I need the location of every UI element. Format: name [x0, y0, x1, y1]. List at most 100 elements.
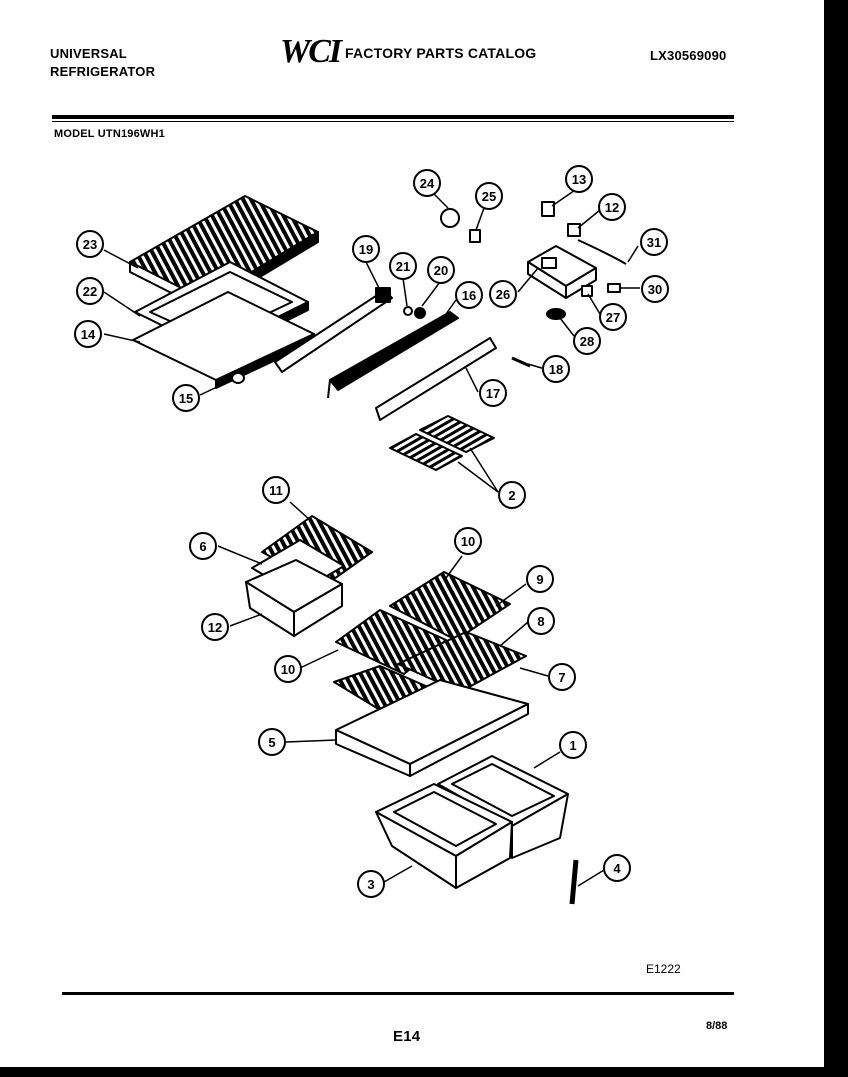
- callout-7: 7: [548, 663, 576, 691]
- callout-30-label: 30: [648, 282, 662, 297]
- callout-4: 4: [603, 854, 631, 882]
- callout-10-lower: 10: [274, 655, 302, 683]
- part-18-rail: [375, 337, 497, 421]
- part-3-crisper-pan: [375, 783, 513, 889]
- callout-7-label: 7: [558, 670, 565, 685]
- callout-2-label: 2: [508, 488, 515, 503]
- part-11-pan: [245, 559, 343, 637]
- callout-24-label: 23: [83, 237, 97, 252]
- callout-30: 30: [641, 275, 669, 303]
- callout-31-label: 31: [647, 235, 661, 250]
- callout-18: 17: [479, 379, 507, 407]
- callout-6: 6: [189, 532, 217, 560]
- part-19-screw: [511, 356, 531, 368]
- model-label: MODEL UTN196WH1: [54, 128, 165, 140]
- callout-8-label: 8: [537, 614, 544, 629]
- callout-17-label: 16: [462, 288, 476, 303]
- callout-6-label: 6: [199, 539, 206, 554]
- callout-19-label: 18: [549, 362, 563, 377]
- page-edge-right: [824, 0, 848, 1077]
- part-27-control-housing: [527, 245, 597, 299]
- callout-16: 15: [172, 384, 200, 412]
- part-13-bulb: [567, 223, 581, 237]
- callout-14-label: 13: [572, 172, 586, 187]
- callout-14: 13: [565, 165, 593, 193]
- callout-26: 25: [475, 182, 503, 210]
- callout-23: 22: [76, 277, 104, 305]
- part-28-screw: [581, 285, 593, 297]
- callout-26-label: 25: [482, 189, 496, 204]
- part-16-clip: [231, 372, 245, 384]
- callout-25: 24: [413, 169, 441, 197]
- callout-28-label: 27: [606, 310, 620, 325]
- callout-21: 20: [427, 256, 455, 284]
- callout-13: 12: [598, 193, 626, 221]
- callout-9-label: 9: [536, 572, 543, 587]
- callout-22: 21: [389, 252, 417, 280]
- callout-10-upper-label: 10: [461, 534, 475, 549]
- callout-27: 26: [489, 280, 517, 308]
- part-24-freezer-shelf: [129, 195, 319, 311]
- callout-21-label: 20: [434, 263, 448, 278]
- callout-2: 2: [498, 481, 526, 509]
- callout-13-label: 12: [605, 200, 619, 215]
- wci-logo: WCI: [280, 33, 342, 70]
- callout-12-label: 11: [269, 483, 283, 498]
- callout-28: 27: [599, 303, 627, 331]
- callout-22-label: 21: [396, 259, 410, 274]
- callout-10-lower-label: 10: [281, 662, 295, 677]
- callout-15-label: 14: [81, 327, 96, 342]
- callout-15: 14: [74, 320, 102, 348]
- callout-5: 5: [258, 728, 286, 756]
- catalog-number: LX30569090: [650, 48, 727, 63]
- callout-25-label: 24: [420, 176, 435, 191]
- callout-8: 8: [527, 607, 555, 635]
- callout-9: 9: [526, 565, 554, 593]
- callout-20-label: 19: [359, 242, 373, 257]
- part-14-thermostat: [541, 201, 555, 217]
- part-4-rod: [569, 859, 579, 905]
- brand-line-2: REFRIGERATOR: [50, 64, 156, 79]
- brand-line-1: UNIVERSAL: [50, 46, 127, 61]
- callout-27-label: 26: [496, 287, 510, 302]
- part-9-shelf: [389, 571, 511, 641]
- header-rule-thin: [52, 121, 734, 122]
- part-26-shaft: [469, 229, 481, 243]
- page-edge-bottom: [0, 1067, 848, 1077]
- callout-31: 31: [640, 228, 668, 256]
- part-31-capillary: [577, 239, 627, 265]
- callout-16-label: 15: [179, 391, 193, 406]
- callout-11: 12: [201, 613, 229, 641]
- footer-rule: [62, 992, 734, 995]
- callout-bubbles: 23 22 14 15 19 21 20 16 17 18 24 25 13 1…: [74, 165, 669, 898]
- callout-23-label: 22: [83, 284, 97, 299]
- print-date: 8/88: [706, 1020, 728, 1032]
- part-30-clip: [607, 283, 621, 293]
- part-5-crisper-glass: [335, 679, 529, 777]
- callout-18-label: 17: [486, 386, 500, 401]
- leader-lines: [103, 187, 640, 887]
- callout-1: 1: [559, 731, 587, 759]
- callout-1-label: 1: [569, 738, 576, 753]
- part-21-screw: [414, 307, 426, 319]
- callout-10-upper: 10: [454, 527, 482, 555]
- callout-12: 11: [262, 476, 290, 504]
- callout-19: 18: [542, 355, 570, 383]
- callout-4-label: 4: [613, 861, 621, 876]
- callout-3-label: 3: [367, 877, 374, 892]
- callout-29-label: 28: [580, 334, 594, 349]
- part-22-nut: [403, 306, 413, 316]
- callout-20: 19: [352, 235, 380, 263]
- callout-24: 23: [76, 230, 104, 258]
- header-rule: [52, 115, 734, 119]
- part-20-rail: [274, 287, 393, 373]
- catalog-title: FACTORY PARTS CATALOG: [345, 45, 537, 61]
- callout-17: 16: [455, 281, 483, 309]
- part-17-rail: [327, 311, 459, 399]
- callout-5-label: 5: [268, 735, 275, 750]
- callout-29: 28: [573, 327, 601, 355]
- part-25-knob: [440, 208, 460, 228]
- callout-11-label: 12: [208, 620, 222, 635]
- callout-3: 3: [357, 870, 385, 898]
